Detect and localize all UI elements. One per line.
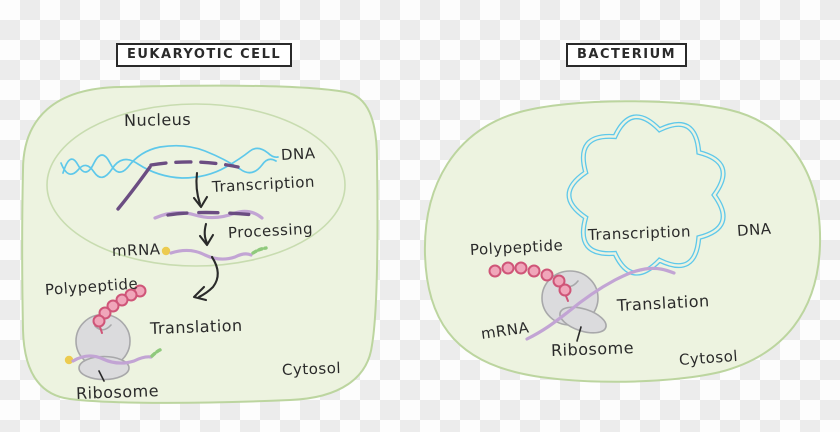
label-dna-left: DNA — [280, 144, 316, 164]
mrna-strand-right — [525, 266, 676, 341]
polypeptide-bead — [540, 268, 554, 282]
nucleoid-dna-core — [568, 115, 725, 275]
nascent-rna-strand — [116, 165, 152, 211]
polypeptide-bead — [552, 274, 566, 288]
nascent-rna-on-dna — [149, 160, 240, 169]
mrna-polya-tail-ribosome-left — [150, 347, 164, 358]
label-transcription-right: Transcription — [587, 222, 692, 244]
transcription-arrowhead-left — [192, 195, 209, 209]
label-nucleus: Nucleus — [123, 109, 192, 130]
nucleoid-dna-ring — [566, 114, 726, 276]
label-cytosol-left: Cytosol — [281, 358, 342, 379]
eukaryotic-cell-membrane — [21, 84, 379, 404]
polypeptide-stem-left — [99, 326, 103, 334]
polypeptide-bead — [558, 283, 572, 297]
polypeptide-bead — [514, 261, 528, 275]
polypeptide-bead — [92, 314, 106, 328]
pre-mrna-introns — [166, 210, 258, 217]
processing-arrow — [203, 222, 209, 245]
mrna-cap-ribosome-left — [64, 355, 74, 365]
polypeptide-stem-right — [565, 295, 569, 302]
export-arrow — [197, 255, 219, 299]
polypeptide-bead — [488, 264, 502, 278]
ribosome-notch-left — [94, 324, 112, 331]
label-mrna-left: mRNA — [111, 240, 161, 260]
ribosome-pointer-right — [576, 326, 582, 342]
polypeptide-bead — [501, 261, 515, 275]
nucleus-outline — [46, 103, 346, 267]
polypeptide-bead — [527, 264, 541, 278]
mrna-through-ribosome-left — [71, 354, 153, 365]
polypeptide-bead — [106, 299, 120, 313]
mature-mrna-strand — [169, 248, 253, 261]
mrna-polya-tail-left — [251, 246, 268, 255]
mrna-cap-left — [161, 246, 171, 256]
title-eukaryotic-cell: EUKARYOTIC CELL — [116, 43, 293, 67]
label-translation-left: Translation — [149, 315, 243, 338]
transcription-arrow-left — [195, 171, 202, 206]
processing-arrowhead — [198, 233, 215, 247]
polypeptide-bead — [115, 293, 129, 307]
title-bacterium: BACTERIUM — [566, 43, 688, 67]
ribosome-pointer-left — [98, 370, 105, 382]
label-dna-right: DNA — [736, 219, 773, 240]
label-ribosome-left: Ribosome — [75, 381, 160, 403]
dna-strand-b — [60, 147, 279, 179]
dna-strand-a — [62, 144, 277, 174]
label-ribosome-right: Ribosome — [550, 338, 635, 360]
export-arrowhead — [192, 285, 208, 302]
